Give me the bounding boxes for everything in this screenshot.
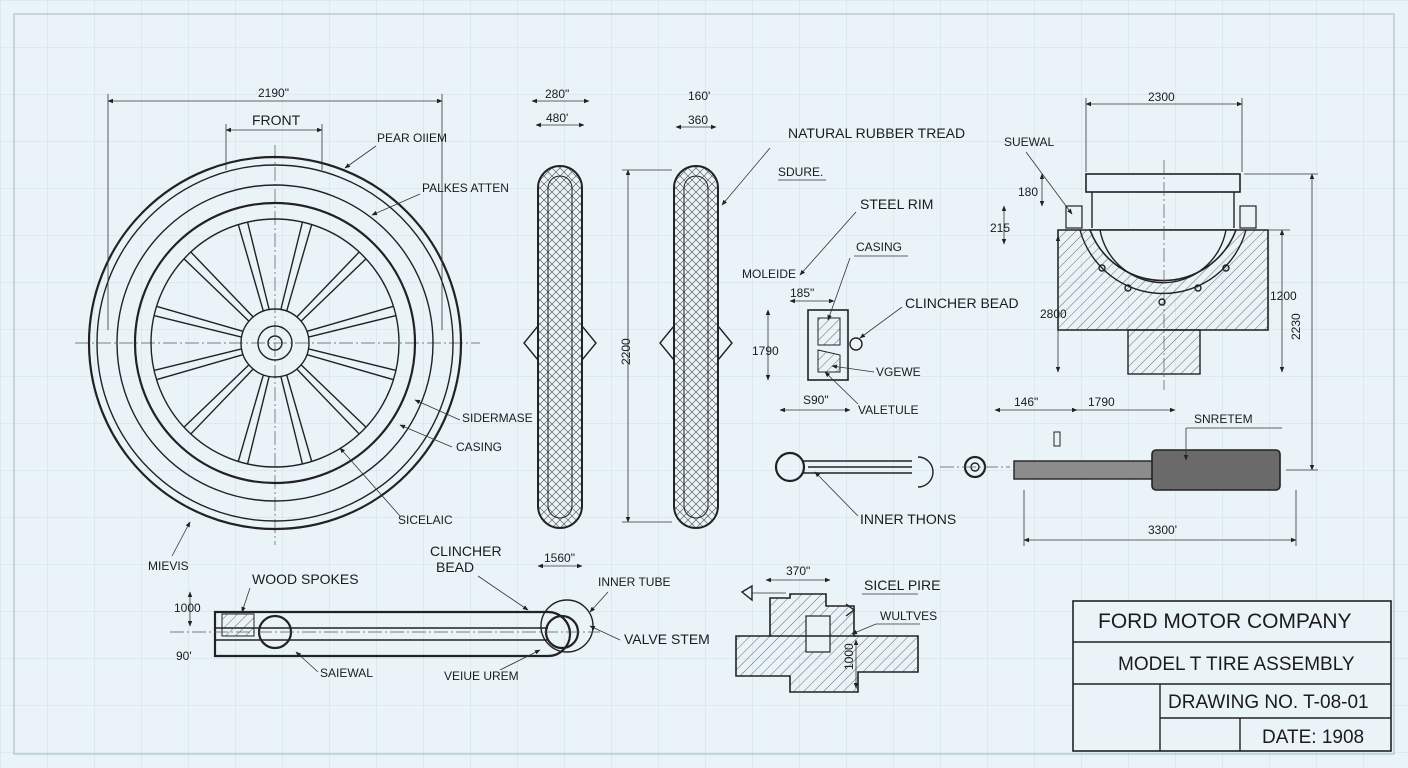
wood-spoke <box>237 374 264 462</box>
title-block-company: FORD MOTOR COMPANY <box>1098 610 1352 633</box>
wood-spoke <box>280 376 304 465</box>
wood-spoke <box>308 348 397 372</box>
label-sicelaic: SICELAIC <box>398 513 453 527</box>
label-saiewal: SAIEWAL <box>320 666 373 680</box>
front-wheel-view: 2190" FRONT PEAR OIIEM PALKES ATTEN SIDE… <box>75 86 533 573</box>
tire-side-view-2: 2200 160' 360 <box>619 89 771 529</box>
clincher-bead-section: 185" 1790 S90" VGEWE VALETULE <box>752 286 921 417</box>
dim-stem-total: 3300' <box>1148 523 1177 537</box>
dim-side2-top: 160' <box>688 89 710 103</box>
label-inner-tube: INNER TUBE <box>598 575 670 589</box>
label-steel-rim: STEEL RIM <box>860 196 933 212</box>
wood-spoke <box>296 251 360 318</box>
dim-pipe-side: 1000 <box>842 643 856 670</box>
wood-spoke <box>190 251 254 318</box>
dim-section-d3: 2800 <box>1040 307 1067 321</box>
dim-side2-sub: 360 <box>688 113 708 127</box>
wood-spoke <box>280 221 304 310</box>
label-casing-wheel: CASING <box>456 440 502 454</box>
label-palkes-atten: PALKES ATTEN <box>422 181 509 195</box>
wood-spoke <box>190 368 254 435</box>
dim-section-d4: 1200 <box>1270 289 1297 303</box>
label-valetule: VALETULE <box>858 403 918 417</box>
wood-spoke <box>308 314 397 338</box>
dim-bead-height: 1790 <box>752 344 779 358</box>
wood-spoke <box>286 224 313 312</box>
label-suewal: SUEWAL <box>1004 135 1055 149</box>
wood-spoke <box>306 305 394 332</box>
title-block-date: DATE: 1908 <box>1262 727 1364 748</box>
valve-stem-assembly: 146" 1790 SNRETEM 3300' <box>994 395 1297 546</box>
dim-section-d2: 215 <box>990 221 1010 235</box>
dim-side1-top: 280" <box>545 87 569 101</box>
sheet-border <box>13 13 1395 755</box>
label-inner-thons: INNER THONS <box>860 511 956 527</box>
label-veiue-urem: VEIUE UREM <box>444 669 519 683</box>
label-natural-rubber-tread: NATURAL RUBBER TREAD <box>788 125 965 141</box>
rim-detail-labels: NATURAL RUBBER TREAD SDURE. STEEL RIM CA… <box>742 125 1019 339</box>
wood-spokes-group <box>153 221 397 465</box>
fitting-section: 370" 1000 SICEL PIRE WULTVES <box>735 564 941 693</box>
dim-bead-bottom: S90" <box>803 393 829 407</box>
label-clincher-lower-1: CLINCHER <box>430 543 502 559</box>
dim-section-d5: 2230 <box>1289 313 1303 340</box>
label-moleide: MOLEIDE <box>742 267 796 281</box>
rim-cross-section: 2300 SUEWAL 180 215 2800 1200 2230 <box>990 90 1318 471</box>
wood-spoke <box>153 348 242 372</box>
dim-section-width: 2300 <box>1148 90 1175 104</box>
dim-wheel-width: 2190" <box>258 86 289 100</box>
title-block: FORD MOTOR COMPANY MODEL T TIRE ASSEMBLY… <box>1072 600 1392 752</box>
dim-lower-left1: 1000 <box>174 601 201 615</box>
dim-lower-d1: 1560" <box>544 551 575 565</box>
tire-side-view-1: 280" 480' <box>523 87 597 529</box>
wood-spoke <box>183 258 250 322</box>
dim-bead-top: 185" <box>790 286 814 300</box>
label-vgewe: VGEWE <box>876 365 921 379</box>
label-clincher-lower-2: BEAD <box>436 559 474 575</box>
wood-spoke <box>300 364 367 428</box>
label-clincher-bead-detail: CLINCHER BEAD <box>905 295 1019 311</box>
label-mievis: MIEVIS <box>148 559 189 573</box>
wood-spoke <box>246 376 270 465</box>
label-sdure: SDURE. <box>778 165 823 179</box>
dim-side1-sub: 480' <box>546 111 568 125</box>
lower-rim-section: 1000 90' 1560" WOOD SPOKES CLINCHER BEAD… <box>170 543 710 683</box>
label-wood-spokes: WOOD SPOKES <box>252 571 359 587</box>
inner-tube-detail: INNER THONS <box>774 451 1010 527</box>
wood-spoke <box>183 364 250 428</box>
label-snretem: SNRETEM <box>1194 412 1253 426</box>
label-valve-stem: VALVE STEM <box>624 631 710 647</box>
dim-lower-left2: 90' <box>176 649 192 663</box>
label-sidermase: SIDERMASE <box>462 411 533 425</box>
wood-spoke <box>296 368 360 435</box>
dim-section-d1: 180 <box>1018 185 1038 199</box>
front-label: FRONT <box>252 112 301 128</box>
wood-spoke <box>246 221 270 310</box>
label-pear-oiem: PEAR OIIEM <box>377 131 447 145</box>
dim-stem-d1: 146" <box>1014 395 1038 409</box>
label-sicel-pire: SICEL PIRE <box>864 577 941 593</box>
dim-pipe-top: 370" <box>786 564 810 578</box>
wood-spoke <box>237 224 264 312</box>
label-wultves: WULTVES <box>880 609 937 623</box>
wood-spoke <box>156 305 244 332</box>
wood-spoke <box>156 354 244 381</box>
wood-spoke <box>153 314 242 338</box>
wood-spoke <box>286 374 313 462</box>
dim-stem-d2: 1790 <box>1088 395 1115 409</box>
dim-side-height: 2200 <box>619 338 633 365</box>
title-block-title: MODEL T TIRE ASSEMBLY <box>1118 654 1355 675</box>
label-casing-detail: CASING <box>856 240 902 254</box>
title-block-drawing-no: DRAWING NO. T-08-01 <box>1168 692 1369 713</box>
wood-spoke <box>306 354 394 381</box>
wood-spoke <box>300 258 367 322</box>
